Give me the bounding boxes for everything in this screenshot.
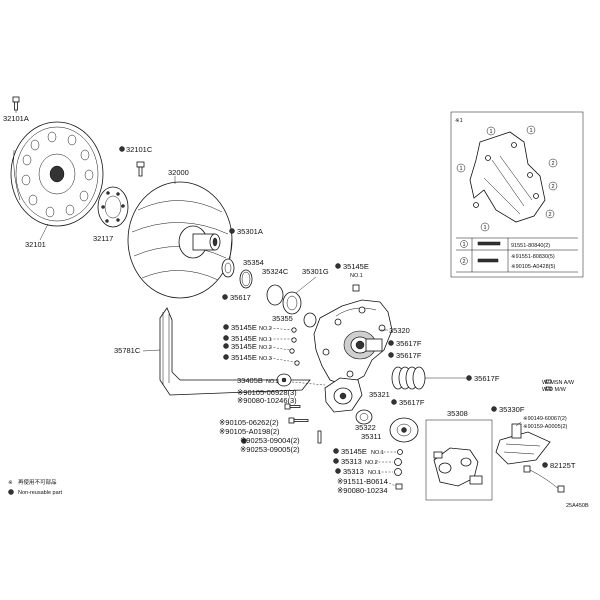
inset-row-1-part: 91551-80840(2)	[511, 243, 550, 249]
label-35313-2: 35313	[343, 467, 364, 476]
label-82125T: 82125T	[550, 461, 576, 470]
label-35308: 35308	[447, 409, 468, 418]
label-35301A: 35301A	[237, 227, 263, 236]
note-35145E-top: NO.1	[350, 273, 363, 279]
flexplate-32101	[10, 121, 104, 227]
svg-text:2: 2	[552, 184, 555, 190]
label-35145E-top: 35145E	[343, 262, 369, 271]
label-90080-10234: ※90080-10234	[337, 486, 388, 495]
inset-row-1-num: 1	[463, 242, 466, 248]
label-35145E-5: 35145E	[341, 447, 367, 456]
wire-harness-82125T	[523, 465, 565, 493]
note-35145E-5: NO.1	[371, 450, 384, 456]
inset-detail-box: ※1 1 1 1 2 1 2 2 1 91551-80840(2) 2	[450, 111, 584, 278]
note-35145E-4: NO.3	[259, 356, 272, 362]
note-w-o-msn: W/O M/W	[542, 387, 567, 393]
label-35617-a: 35617	[230, 293, 251, 302]
label-90105-06928: ※90105-06928(3)	[237, 388, 297, 397]
label-32101: 32101	[25, 240, 46, 249]
label-35301G: 35301G	[302, 267, 329, 276]
chain-35781C	[159, 307, 311, 396]
seal-rings-35617F	[391, 366, 426, 390]
label-35311: 35311	[361, 432, 381, 441]
label-32101C: 32101C	[126, 145, 153, 154]
label-35324C: 35324C	[262, 267, 289, 276]
svg-text:1: 1	[490, 129, 493, 135]
svg-text:1: 1	[530, 128, 533, 134]
note-33405B: NO.3	[266, 379, 279, 385]
drive-gear-35322	[355, 409, 373, 425]
label-35321: 35321	[369, 390, 390, 399]
oil-seal-35354	[221, 258, 235, 278]
label-35322: 35322	[355, 423, 376, 432]
inset-row-2-part2: ※90105-A0428(5)	[511, 264, 556, 270]
label-35313-1: 35313	[341, 457, 362, 466]
pump-cover-35311	[324, 377, 363, 413]
note-35145E-3: NO.2	[259, 345, 272, 351]
inset-row-2-part: ※91551-80830(5)	[511, 254, 555, 260]
label-90105-A0198: ※90105-A0198(2)	[219, 427, 280, 436]
label-91511-B0614: ※91511-B0614	[337, 477, 388, 486]
label-90149-60067: ※90149-60067(2)	[523, 416, 567, 422]
note-35313-2: NO.1	[368, 470, 381, 476]
bolt-32101C	[136, 161, 145, 177]
oil-strainer-35330F	[495, 423, 551, 465]
label-90080-10246: ※90080-10246(3)	[237, 396, 297, 405]
note-35145E-2: NO.1	[259, 337, 272, 343]
solenoid-assy-35308	[433, 447, 483, 487]
legend: ※ 再使用不可部品 Non-reusable part	[8, 478, 62, 496]
o-ring-35617-a	[239, 269, 253, 289]
label-35330F: 35330F	[499, 405, 525, 414]
label-32117: 32117	[93, 234, 113, 243]
pin-90253	[317, 430, 322, 444]
figure-code: 25A450B	[566, 503, 589, 509]
label-90253-09005: ※90253-09005(2)	[240, 445, 300, 454]
label-35355: 35355	[272, 314, 293, 323]
legend-reuse-jp: 再使用不可部品	[18, 478, 57, 486]
label-35145E-2: 35145E	[231, 334, 257, 343]
label-35617F-3: 35617F	[474, 374, 500, 383]
label-35145E-4: 35145E	[231, 353, 257, 362]
label-35354: 35354	[243, 258, 264, 267]
label-90253-09004: ※90253-09004(2)	[240, 436, 300, 445]
label-32000: 32000	[168, 168, 189, 177]
svg-text:※: ※	[8, 480, 13, 486]
spacer-32117	[97, 186, 129, 228]
bolt-33405B	[276, 373, 292, 387]
washer-35355	[303, 312, 317, 328]
label-35145E-3: 35145E	[231, 342, 257, 351]
svg-text:1: 1	[484, 225, 487, 231]
label-32101A: 32101A	[3, 114, 29, 123]
label-35617F-2: 35617F	[396, 351, 422, 360]
note-w-msn-aw: W/ MSN A/W	[542, 380, 575, 386]
gear-plate	[389, 417, 419, 443]
inset-row-2-num: 2	[463, 259, 466, 265]
label-35617F-4: 35617F	[399, 398, 425, 407]
label-35781C: 35781C	[114, 346, 141, 355]
label-35617F-1: 35617F	[396, 339, 422, 348]
label-33405B: 33405B	[237, 376, 263, 385]
screw-90105-06928	[284, 403, 301, 410]
legend-reuse-en: Non-reusable part	[18, 490, 62, 496]
label-90105-06262: ※90105-06262(2)	[219, 418, 279, 427]
ring-35324C	[266, 284, 284, 306]
svg-text:2: 2	[549, 212, 552, 218]
screw-90105-06262	[288, 417, 309, 424]
note-35313-1: NO.2	[365, 460, 378, 466]
torque-converter-32000	[127, 181, 233, 299]
svg-text:2: 2	[552, 161, 555, 167]
oil-pump-body-35320	[313, 299, 393, 387]
note-35145E-1: NO.2	[259, 326, 272, 332]
bolt-32101A	[12, 96, 20, 111]
svg-text:1: 1	[460, 166, 463, 172]
label-35145E-1: 35145E	[231, 323, 257, 332]
seal-35301G	[282, 291, 302, 315]
label-90159-A0005: ※90159-A0005(2)	[523, 424, 568, 430]
note-block	[545, 379, 552, 391]
label-35320: 35320	[389, 326, 410, 335]
box-35308	[425, 419, 493, 501]
inset-title: ※1	[455, 118, 463, 124]
